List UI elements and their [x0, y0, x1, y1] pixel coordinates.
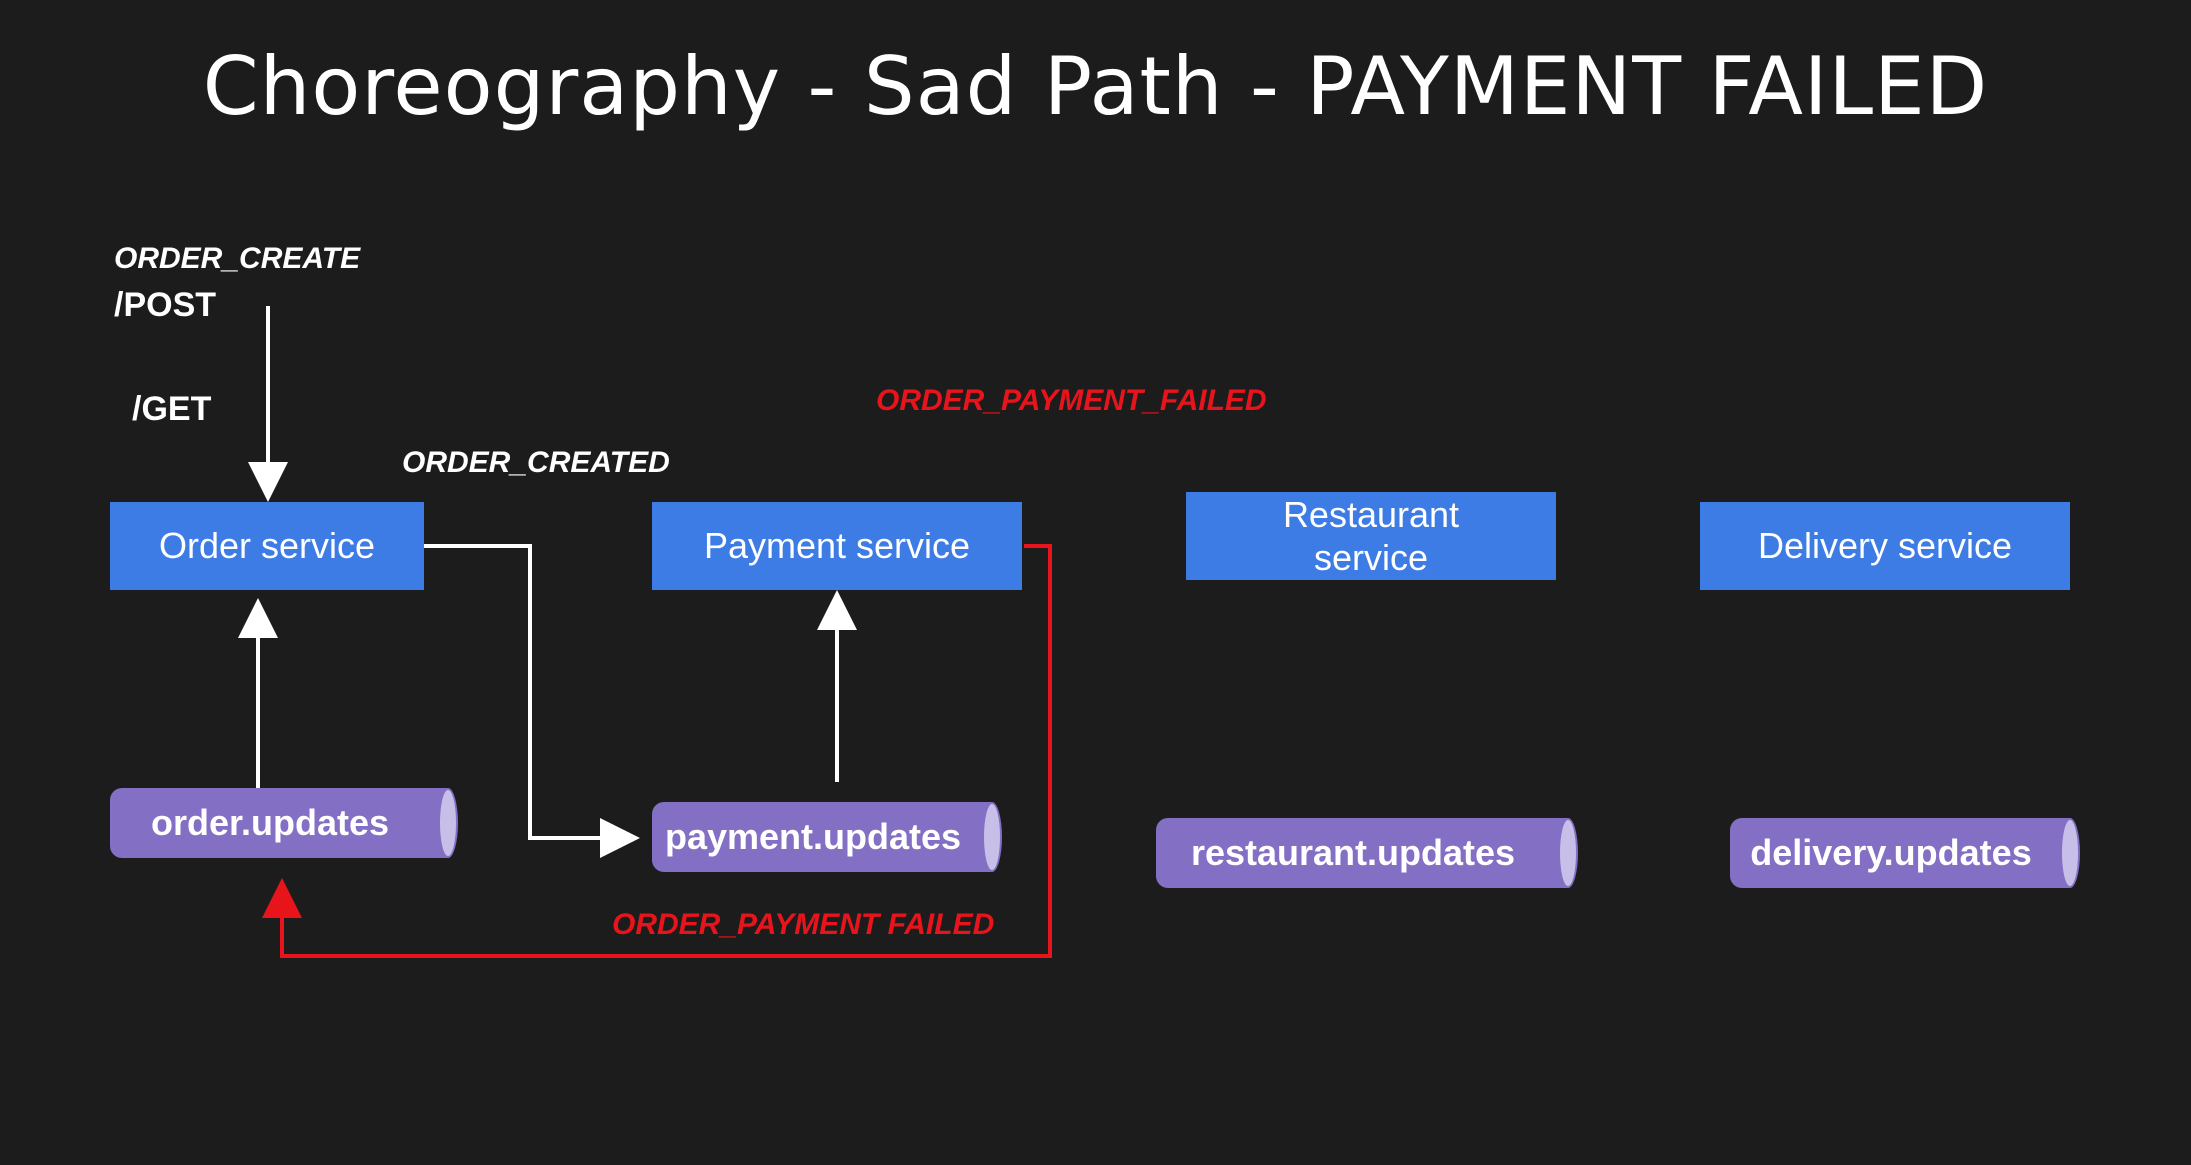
order-updates-label: order.updates [150, 802, 390, 843]
order-service-box: Order service [110, 502, 424, 590]
payment-service-box: Payment service [652, 502, 1022, 590]
label-post: /POST [114, 286, 217, 324]
label-order-created: ORDER_CREATED [402, 446, 670, 479]
delivery-updates-label: delivery.updates [1750, 832, 2032, 873]
order-updates-topic: order.updates [110, 788, 458, 858]
payment-service-label: Payment service [703, 525, 971, 567]
topic-cap [2060, 818, 2080, 888]
order-service-label: Order service [158, 525, 376, 567]
delivery-service-box: Delivery service [1700, 502, 2070, 590]
topic-cap [1558, 818, 1578, 888]
delivery-service-label: Delivery service [1757, 525, 2013, 567]
payment-updates-topic: payment.updates [652, 802, 1002, 872]
topic-cap [438, 788, 458, 858]
payment-updates-label: payment.updates [664, 816, 962, 857]
arrow-order-payment-failed [262, 544, 1052, 958]
restaurant-updates-label: restaurant.updates [1190, 832, 1516, 873]
arrow-order-created [424, 544, 640, 858]
label-order-create: ORDER_CREATE [114, 242, 361, 275]
delivery-updates-topic: delivery.updates [1730, 818, 2080, 888]
diagram-title: Choreography - Sad Path - PAYMENT FAILED [202, 40, 1989, 133]
label-order-payment-failed-bottom: ORDER_PAYMENT FAILED [612, 908, 995, 941]
label-get: /GET [132, 390, 212, 428]
topic-cap [982, 802, 1002, 872]
label-order-payment-failed-top: ORDER_PAYMENT_FAILED [876, 384, 1267, 417]
restaurant-service-label: Restaurant service [1282, 493, 1460, 578]
restaurant-service-box: Restaurant service [1186, 492, 1556, 580]
restaurant-updates-topic: restaurant.updates [1156, 818, 1578, 888]
